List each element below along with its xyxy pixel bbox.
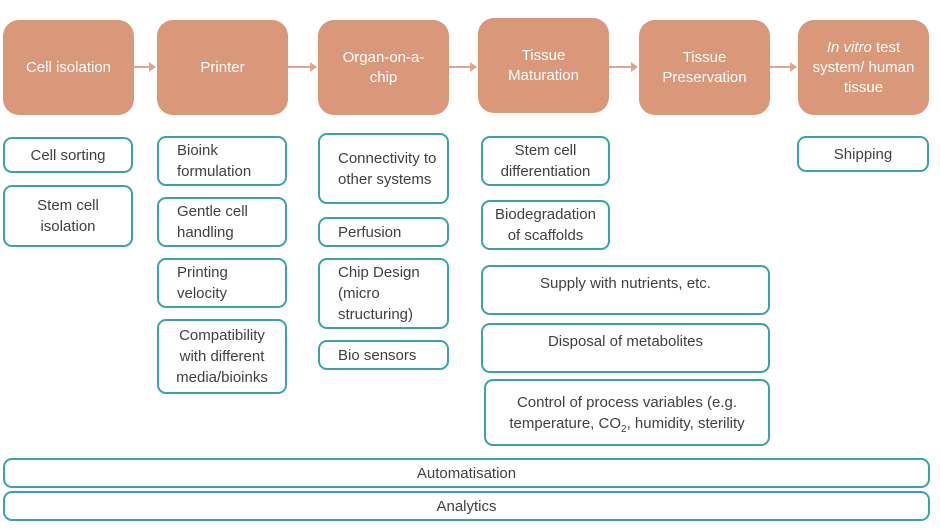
stage-tissue-maturation: Tissue Maturation (478, 18, 609, 113)
bar-automatisation: Automatisation (3, 458, 930, 488)
stage-cell-isolation: Cell isolation (3, 20, 134, 115)
box-printing-velocity: Printing velocity (157, 258, 287, 308)
box-biodegradation: Biodegradation of scaffolds (481, 200, 610, 250)
box-shipping: Shipping (797, 136, 929, 172)
box-stem-cell-isolation: Stem cell isolation (3, 185, 133, 247)
arrow-2 (288, 62, 317, 72)
arrow-1 (134, 62, 156, 72)
box-control-process-variables: Control of process variables (e.g. tempe… (484, 379, 770, 446)
box-cell-sorting: Cell sorting (3, 137, 133, 173)
box-bioink-formulation: Bioink formulation (157, 136, 287, 186)
box-connectivity: Connectivity to other systems (318, 133, 449, 204)
arrow-5 (770, 62, 797, 72)
in-vitro-rest: test system/ human tissue (812, 38, 915, 96)
box-perfusion: Perfusion (318, 217, 449, 247)
stage-organ-on-a-chip: Organ-on-a-chip (318, 20, 449, 115)
in-vitro-italic: In vitro (826, 38, 872, 56)
box-gentle-cell-handling: Gentle cell handling (157, 197, 287, 247)
arrow-4 (609, 62, 638, 72)
control-line-2: temperature, CO2, humidity, sterility (509, 414, 745, 435)
bar-analytics: Analytics (3, 491, 930, 521)
box-chip-design: Chip Design (micro structuring) (318, 258, 449, 329)
arrow-3 (449, 62, 477, 72)
box-stem-cell-differentiation: Stem cell differentiation (481, 136, 610, 186)
control-line-1: Control of process variables (e.g. (516, 393, 738, 411)
stage-tissue-preservation: Tissue Preservation (639, 20, 770, 115)
box-disposal-metabolites: Disposal of metabolites (481, 323, 770, 373)
box-compatibility: Compatibility with different media/bioin… (157, 319, 287, 394)
stage-in-vitro-test-system: In vitro test system/ human tissue (798, 20, 929, 115)
box-bio-sensors: Bio sensors (318, 340, 449, 370)
stage-printer: Printer (157, 20, 288, 115)
box-supply-nutrients: Supply with nutrients, etc. (481, 265, 770, 315)
